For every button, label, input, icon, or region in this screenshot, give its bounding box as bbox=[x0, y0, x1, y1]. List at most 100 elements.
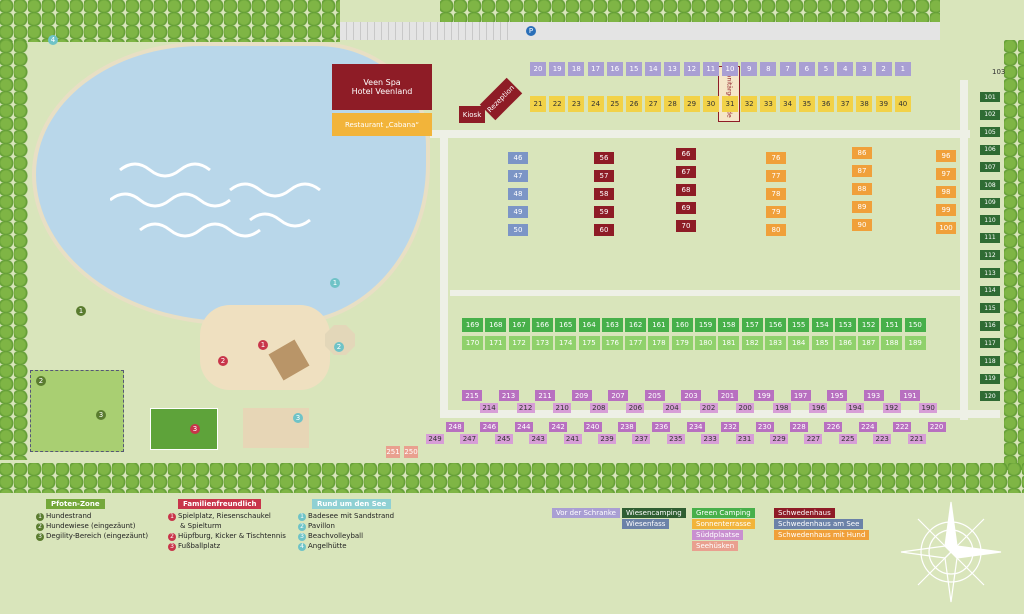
pitch-211[interactable]: 211 bbox=[535, 390, 555, 401]
pitch-209[interactable]: 209 bbox=[571, 390, 592, 401]
pitch-89[interactable]: 89 bbox=[852, 201, 872, 213]
pitch-97[interactable]: 97 bbox=[936, 168, 956, 180]
pitch-120[interactable]: 120 bbox=[980, 391, 1000, 402]
pitch-106[interactable]: 106 bbox=[980, 144, 1000, 155]
pitch-189[interactable]: 189 bbox=[904, 336, 926, 350]
pitch-176[interactable]: 176 bbox=[601, 336, 623, 350]
pitch-170[interactable]: 170 bbox=[462, 336, 483, 350]
pitch-16[interactable]: 16 bbox=[606, 62, 623, 76]
pitch-27[interactable]: 27 bbox=[645, 96, 662, 112]
pitch-159[interactable]: 159 bbox=[695, 318, 716, 332]
pitch-202[interactable]: 202 bbox=[699, 403, 718, 413]
pitch-1[interactable]: 1 bbox=[894, 62, 911, 76]
pitch-35[interactable]: 35 bbox=[798, 96, 815, 112]
pitch-39[interactable]: 39 bbox=[875, 96, 892, 112]
pitch-87[interactable]: 87 bbox=[852, 165, 872, 177]
pitch-235[interactable]: 235 bbox=[666, 434, 685, 444]
pitch-108[interactable]: 108 bbox=[980, 180, 1000, 190]
pitch-109[interactable]: 109 bbox=[980, 197, 1000, 208]
pitch-58[interactable]: 58 bbox=[594, 188, 614, 200]
pitch-110[interactable]: 110 bbox=[980, 215, 1000, 226]
pitch-246[interactable]: 246 bbox=[480, 422, 499, 432]
pitch-250[interactable]: 250 bbox=[404, 446, 418, 458]
pitch-230[interactable]: 230 bbox=[755, 422, 774, 432]
pitch-28[interactable]: 28 bbox=[664, 96, 681, 112]
pitch-231[interactable]: 231 bbox=[735, 434, 754, 444]
pitch-222[interactable]: 222 bbox=[893, 422, 912, 432]
pitch-59[interactable]: 59 bbox=[594, 206, 614, 218]
pitch-102[interactable]: 102 bbox=[980, 109, 1000, 120]
pitch-46[interactable]: 46 bbox=[508, 152, 528, 164]
pitch-242[interactable]: 242 bbox=[549, 422, 568, 432]
pitch-60[interactable]: 60 bbox=[594, 224, 614, 236]
pitch-111[interactable]: 111 bbox=[980, 232, 1000, 243]
pitch-164[interactable]: 164 bbox=[578, 318, 600, 332]
pitch-7[interactable]: 7 bbox=[779, 62, 796, 76]
pitch-105[interactable]: 105 bbox=[980, 127, 1000, 138]
pitch-90[interactable]: 90 bbox=[852, 219, 872, 231]
pitch-68[interactable]: 68 bbox=[676, 184, 696, 196]
pitch-19[interactable]: 19 bbox=[549, 62, 566, 76]
pitch-173[interactable]: 173 bbox=[531, 336, 553, 350]
pitch-236[interactable]: 236 bbox=[652, 422, 671, 432]
pitch-32[interactable]: 32 bbox=[741, 96, 758, 112]
pitch-88[interactable]: 88 bbox=[852, 183, 872, 195]
pitch-224[interactable]: 224 bbox=[858, 422, 877, 432]
pitch-34[interactable]: 34 bbox=[779, 96, 796, 112]
pitch-37[interactable]: 37 bbox=[837, 96, 854, 112]
pitch-241[interactable]: 241 bbox=[563, 434, 582, 444]
pitch-119[interactable]: 119 bbox=[980, 373, 1000, 384]
pitch-10[interactable]: 10 bbox=[722, 62, 738, 76]
pitch-3[interactable]: 3 bbox=[856, 62, 873, 76]
pitch-229[interactable]: 229 bbox=[770, 434, 788, 444]
pitch-49[interactable]: 49 bbox=[508, 206, 528, 218]
pitch-198[interactable]: 198 bbox=[772, 403, 791, 413]
pitch-214[interactable]: 214 bbox=[480, 403, 498, 413]
pitch-169[interactable]: 169 bbox=[462, 318, 483, 332]
pitch-117[interactable]: 117 bbox=[980, 338, 1000, 349]
pitch-100[interactable]: 100 bbox=[936, 222, 956, 234]
pitch-183[interactable]: 183 bbox=[764, 336, 786, 350]
pitch-187[interactable]: 187 bbox=[858, 336, 880, 350]
pitch-67[interactable]: 67 bbox=[676, 166, 696, 178]
pitch-38[interactable]: 38 bbox=[856, 96, 873, 112]
pitch-80[interactable]: 80 bbox=[766, 224, 786, 236]
pitch-107[interactable]: 107 bbox=[980, 162, 1000, 173]
pitch-201[interactable]: 201 bbox=[717, 390, 738, 401]
pitch-248[interactable]: 248 bbox=[446, 422, 464, 432]
pitch-77[interactable]: 77 bbox=[766, 170, 786, 182]
pitch-70[interactable]: 70 bbox=[676, 220, 696, 232]
pitch-162[interactable]: 162 bbox=[625, 318, 647, 332]
pitch-30[interactable]: 30 bbox=[702, 96, 719, 112]
pitch-15[interactable]: 15 bbox=[626, 62, 642, 76]
pitch-178[interactable]: 178 bbox=[648, 336, 670, 350]
pitch-223[interactable]: 223 bbox=[873, 434, 892, 444]
pitch-195[interactable]: 195 bbox=[827, 390, 847, 401]
pitch-243[interactable]: 243 bbox=[529, 434, 548, 444]
pitch-221[interactable]: 221 bbox=[907, 434, 926, 444]
pitch-156[interactable]: 156 bbox=[764, 318, 786, 332]
pitch-196[interactable]: 196 bbox=[809, 403, 828, 413]
pitch-47[interactable]: 47 bbox=[508, 170, 528, 182]
pitch-208[interactable]: 208 bbox=[589, 403, 608, 413]
pitch-113[interactable]: 113 bbox=[980, 268, 1000, 278]
pitch-79[interactable]: 79 bbox=[766, 206, 786, 218]
pitch-234[interactable]: 234 bbox=[686, 422, 705, 432]
pitch-191[interactable]: 191 bbox=[900, 390, 920, 401]
pitch-14[interactable]: 14 bbox=[645, 62, 662, 76]
pitch-116[interactable]: 116 bbox=[980, 320, 1000, 331]
pitch-8[interactable]: 8 bbox=[760, 62, 777, 76]
pitch-225[interactable]: 225 bbox=[838, 434, 857, 444]
pitch-98[interactable]: 98 bbox=[936, 186, 956, 198]
pitch-174[interactable]: 174 bbox=[555, 336, 577, 350]
pitch-18[interactable]: 18 bbox=[568, 62, 585, 76]
pitch-203[interactable]: 203 bbox=[681, 390, 701, 401]
pitch-182[interactable]: 182 bbox=[741, 336, 763, 350]
pitch-245[interactable]: 245 bbox=[494, 434, 513, 444]
pitch-150[interactable]: 150 bbox=[904, 318, 926, 332]
pitch-207[interactable]: 207 bbox=[608, 390, 628, 401]
pitch-194[interactable]: 194 bbox=[846, 403, 864, 413]
pitch-2[interactable]: 2 bbox=[875, 62, 892, 76]
pitch-78[interactable]: 78 bbox=[766, 188, 786, 200]
pitch-205[interactable]: 205 bbox=[644, 390, 665, 401]
